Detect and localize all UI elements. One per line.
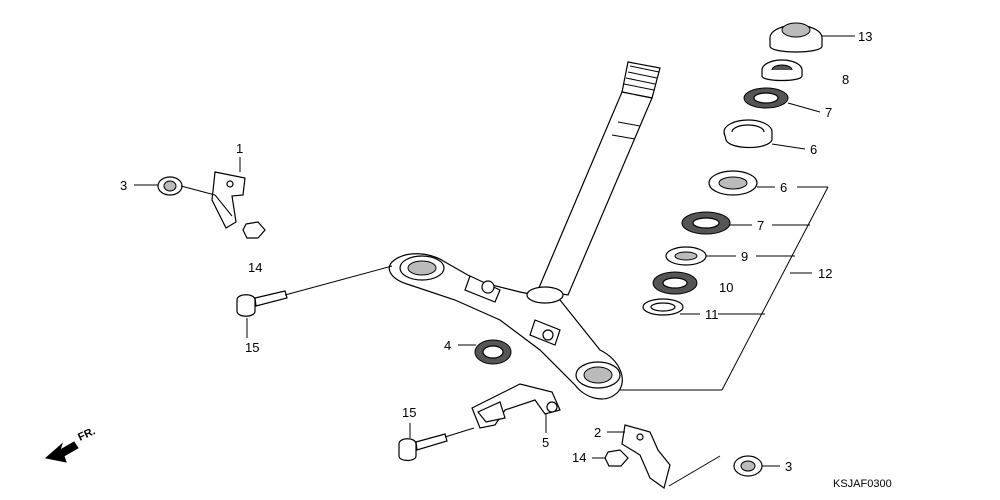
label-10: 10 xyxy=(719,280,733,295)
dust-seal xyxy=(665,246,707,266)
leader-lines xyxy=(134,35,855,487)
label-8: 8 xyxy=(842,72,849,87)
lower-cone-race xyxy=(652,271,698,295)
front-direction-arrow: FR. xyxy=(44,425,97,463)
label-6-lower: 6 xyxy=(780,180,787,195)
grommet-3-right xyxy=(733,455,763,477)
label-4: 4 xyxy=(444,338,451,353)
label-11: 11 xyxy=(705,307,719,322)
rubber-4 xyxy=(474,339,512,365)
washer xyxy=(642,298,684,316)
label-14-right: 14 xyxy=(572,450,586,465)
hose-guide-5 xyxy=(471,383,561,429)
bracket-2 xyxy=(621,424,671,489)
direction-label: FR. xyxy=(76,425,97,443)
diagram-code: KSJAF0300 xyxy=(833,478,892,490)
label-7-lower: 7 xyxy=(757,218,764,233)
label-3-right: 3 xyxy=(785,459,792,474)
grommet-3-left xyxy=(157,176,183,196)
bolt-15-lower xyxy=(398,433,448,462)
stem-nut xyxy=(769,22,823,53)
lower-outer-race xyxy=(708,170,758,196)
steering-stem xyxy=(388,61,661,400)
label-15-upper: 15 xyxy=(245,340,259,355)
label-5: 5 xyxy=(542,435,549,450)
label-7-upper: 7 xyxy=(825,105,832,120)
locknut xyxy=(761,59,803,82)
label-6-upper: 6 xyxy=(810,142,817,157)
part-number-labels: 13 8 7 6 6 7 9 12 10 11 1 3 14 15 4 15 5… xyxy=(120,29,872,474)
label-13: 13 xyxy=(858,29,872,44)
upper-ball-race xyxy=(743,87,789,109)
label-2: 2 xyxy=(594,425,601,440)
label-3-left: 3 xyxy=(120,178,127,193)
bolt-15-upper xyxy=(236,290,288,317)
label-9: 9 xyxy=(741,249,748,264)
label-12: 12 xyxy=(818,266,832,281)
label-15-lower: 15 xyxy=(402,405,416,420)
nut-14-right xyxy=(604,449,629,467)
upper-cone-race xyxy=(723,119,773,149)
nut-14-left xyxy=(242,221,266,239)
label-1: 1 xyxy=(236,141,243,156)
lower-ball-race xyxy=(681,211,731,235)
label-14-left: 14 xyxy=(248,260,262,275)
bracket-1 xyxy=(211,171,246,229)
